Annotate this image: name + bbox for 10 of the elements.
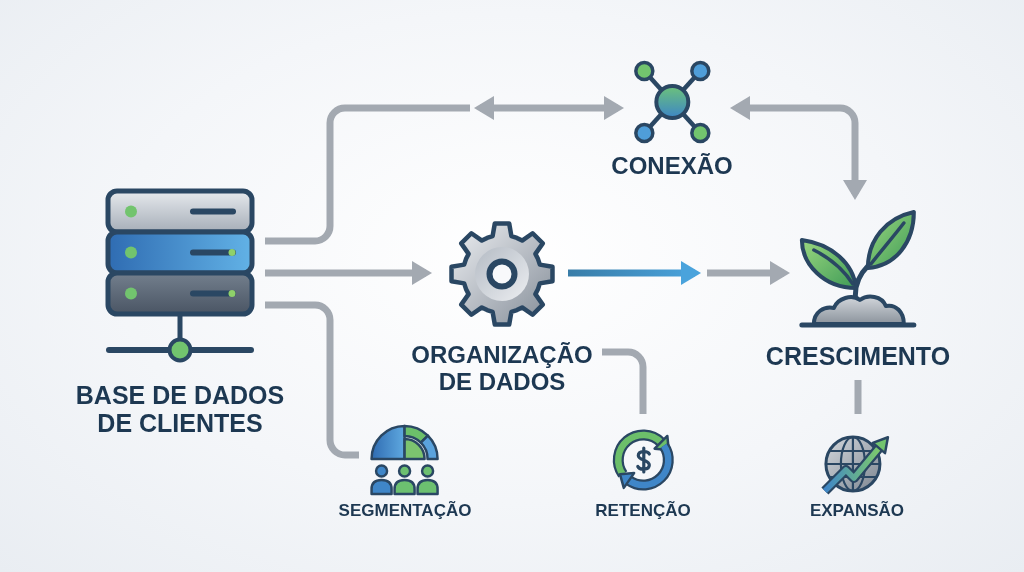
node-label: CRESCIMENTO	[765, 342, 951, 370]
double-arrow	[730, 96, 867, 200]
node-label: EXPANSÃO	[809, 501, 905, 521]
node-label: CONEXÃO	[611, 153, 733, 180]
node-label: SEGMENTAÇÃO	[338, 501, 472, 521]
node-label: ORGANIZAÇÃO DE DADOS	[410, 342, 594, 396]
node-label: RETENÇÃO	[595, 501, 691, 521]
arrow	[568, 261, 701, 285]
double-arrow	[474, 96, 624, 120]
node-label: BASE DE DADOS DE CLIENTES	[74, 381, 286, 437]
